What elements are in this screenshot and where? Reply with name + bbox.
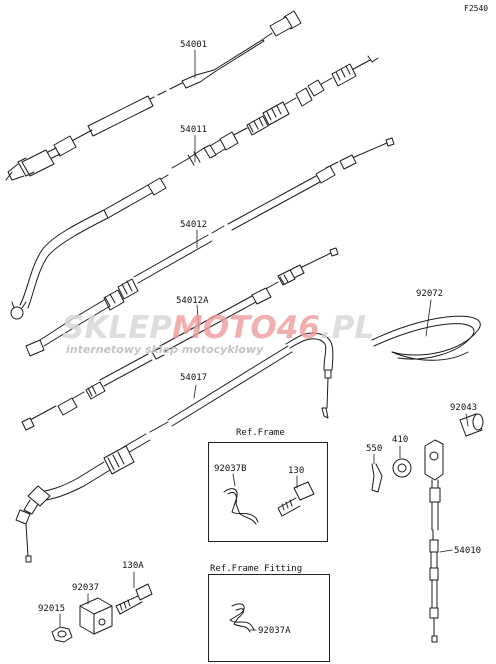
label-54012A: 54012A: [176, 296, 209, 306]
figure-code: F2540: [464, 4, 489, 13]
part-550-cotter-pin: [371, 463, 383, 493]
part-410-washer: [392, 458, 412, 478]
label-54001: 54001: [180, 40, 208, 50]
ref-frame-bolt-130: [277, 481, 315, 517]
label-54011: 54011: [180, 125, 208, 135]
ref-frame-clip-92037B: [223, 488, 259, 525]
label-92072: 92072: [416, 289, 444, 299]
ref-frame-fitting-title: Ref.Frame Fitting: [210, 564, 303, 574]
part-92043: [459, 413, 484, 437]
ref-frame-fitting-box: [208, 574, 330, 662]
cable-54011: [10, 55, 379, 320]
part-92037-bracket: [79, 597, 113, 635]
ref-frame-title: Ref.Frame: [236, 428, 285, 438]
ref-frame-fitting-clip-92037A: [229, 603, 255, 633]
label-54010: 54010: [454, 546, 482, 556]
cable-54001: [5, 10, 302, 181]
part-92072-tube: [371, 315, 481, 361]
watermark-tagline: internetowy sklep motocyklowy: [66, 343, 264, 356]
watermark-brand: SKLEPMOTO46.PL: [62, 310, 374, 346]
watermark-brand-prefix: SKLEP: [62, 310, 172, 346]
label-130A: 130A: [122, 561, 144, 571]
label-92043: 92043: [450, 403, 478, 413]
part-92015-nut: [51, 626, 73, 643]
cable-54010: [424, 439, 444, 643]
cable-54017: [15, 332, 334, 563]
label-92037: 92037: [72, 583, 100, 593]
label-550: 550: [366, 444, 383, 454]
watermark-brand-accent: MOTO46: [172, 310, 320, 346]
label-92037A: 92037A: [258, 626, 291, 636]
label-130: 130: [288, 466, 305, 476]
label-54017: 54017: [180, 373, 208, 383]
label-92015: 92015: [38, 604, 66, 614]
label-410: 410: [392, 435, 409, 445]
leader-lines: [59, 49, 469, 631]
watermark-brand-suffix: .PL: [319, 310, 375, 346]
ref-frame-box: [208, 442, 328, 542]
cable-54012A: [21, 247, 339, 431]
label-92037B: 92037B: [214, 464, 247, 474]
label-54012: 54012: [180, 220, 208, 230]
part-130A-bolt: [115, 583, 153, 615]
cable-54012: [25, 137, 395, 357]
